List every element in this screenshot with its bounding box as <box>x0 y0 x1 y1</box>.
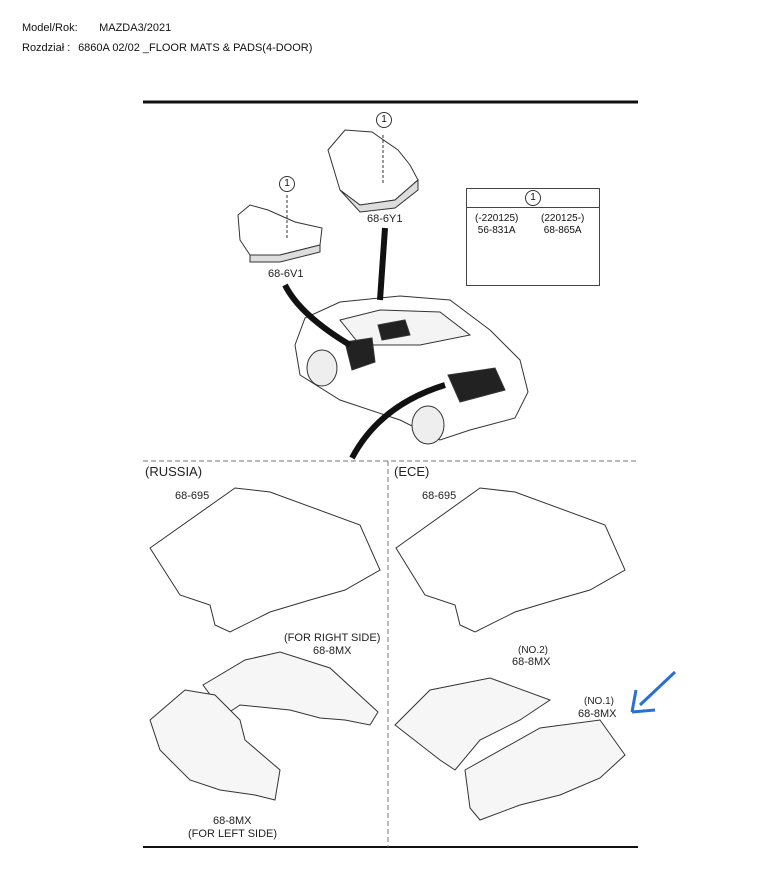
legend-right-part[interactable]: 68-865A <box>543 225 582 236</box>
section-value: 6860A 02/02 _FLOOR MATS & PADS(4-DOOR) <box>78 42 313 54</box>
part-label-68-6Y1[interactable]: 68-6Y1 <box>367 213 403 225</box>
ece-no2-board <box>394 677 552 771</box>
car-drawing <box>294 295 529 445</box>
ece-title: (ECE) <box>394 464 430 479</box>
highlight-arrow-head <box>630 689 656 714</box>
clip-legend: 1 (-220125) 56-831A (220125-) 68-865A <box>466 188 600 286</box>
highlight-arrow-shaft <box>638 670 677 707</box>
legend-left-part[interactable]: 56-831A <box>477 225 516 236</box>
legend-right-range: (220125-) <box>541 213 585 224</box>
russia-title: (RUSSIA) <box>145 464 203 479</box>
russia-right-part[interactable]: 68-8MX <box>313 645 352 657</box>
legend-right: (220125-) 68-865A <box>541 213 584 237</box>
section-label: Rozdział : <box>22 42 71 54</box>
model-label: Model/Rok: <box>22 22 78 34</box>
callout-1: 1 <box>525 190 541 206</box>
callout-1: 1 <box>279 176 295 192</box>
russia-mat-part[interactable]: 68-695 <box>175 490 210 502</box>
russia-right-note: (FOR RIGHT SIDE) <box>284 632 381 644</box>
ece-no1-note: (NO.1) <box>584 696 614 707</box>
pad-68-6Y1-drawing <box>327 129 419 213</box>
ece-no2-note: (NO.2) <box>518 645 548 656</box>
russia-left-part[interactable]: 68-8MX <box>213 815 252 827</box>
ece-no1-part[interactable]: 68-8MX <box>578 708 617 720</box>
russia-right-pad <box>202 651 379 726</box>
legend-header: 1 <box>467 189 599 208</box>
ece-no2-part[interactable]: 68-8MX <box>512 656 551 668</box>
leader-6V1 <box>282 283 352 348</box>
leader-6Y1 <box>377 227 388 301</box>
callout-1: 1 <box>376 112 392 128</box>
ece-mat-part[interactable]: 68-695 <box>422 490 457 502</box>
ece-no1-tray <box>464 719 626 821</box>
russia-left-pad <box>149 689 281 801</box>
section-row: Rozdział : 6860A 02/02 _FLOOR MATS & PAD… <box>22 42 312 54</box>
pad-68-6V1-drawing <box>237 195 323 263</box>
model-value: MAZDA3/2021 <box>99 22 172 34</box>
russia-trunk-mat <box>149 487 381 633</box>
legend-left: (-220125) 56-831A <box>475 213 518 237</box>
legend-left-range: (-220125) <box>475 213 519 224</box>
leader-ece <box>349 382 446 460</box>
model-row: Model/Rok: MAZDA3/2021 <box>22 22 171 34</box>
russia-left-note: (FOR LEFT SIDE) <box>188 828 278 840</box>
part-label-68-6V1[interactable]: 68-6V1 <box>268 268 304 280</box>
ece-trunk-mat <box>395 487 626 633</box>
